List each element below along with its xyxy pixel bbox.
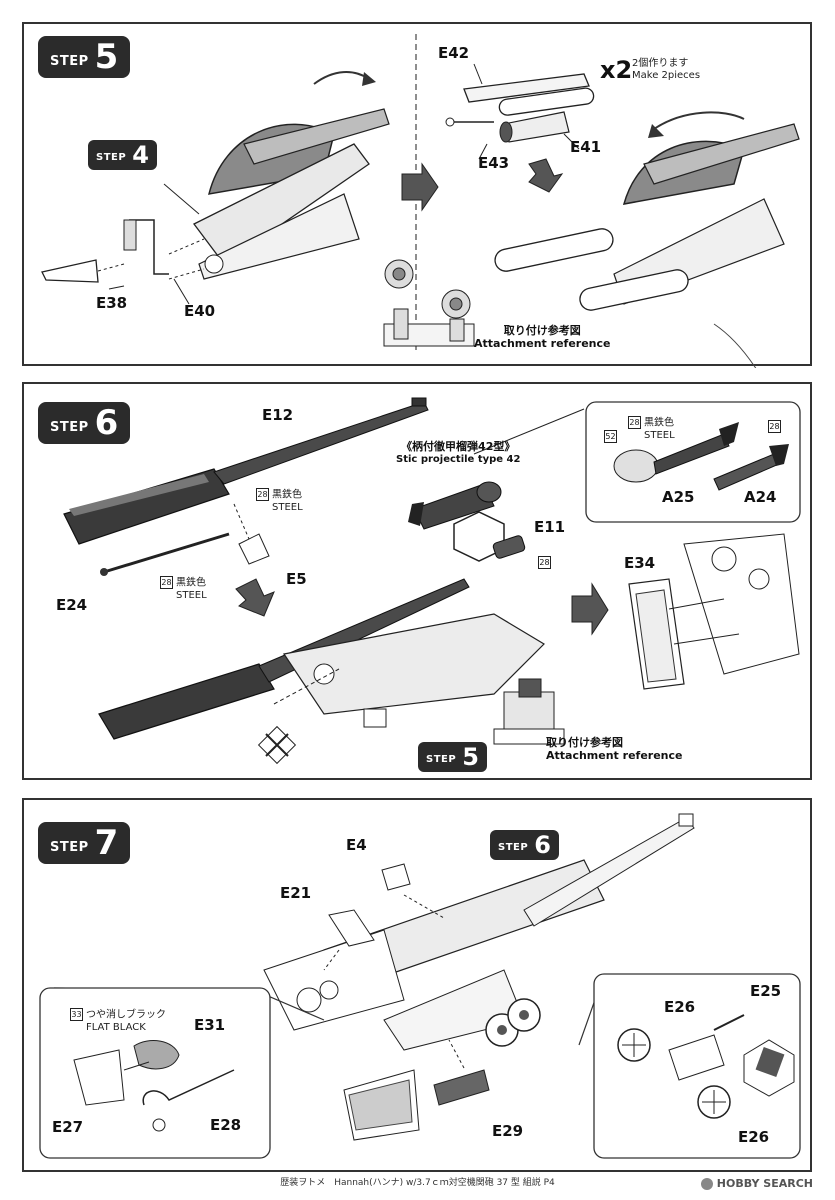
part-label-e28: E28	[210, 1116, 242, 1134]
step-4-reference-badge: STEP 4	[88, 140, 157, 170]
page-footer: 歴装ヲトメ Hannah(ハンナ) w/3.7ｃｍ対空機関砲 37 型 組説 P…	[280, 1178, 555, 1188]
part-label-e31: E31	[194, 1016, 226, 1034]
part-label-e40: E40	[184, 302, 216, 320]
step-6-panel: STEP 6	[22, 382, 812, 780]
part-label-e27: E27	[52, 1118, 84, 1136]
color-badge-28-e11: 28	[538, 556, 551, 569]
part-label-e29: E29	[492, 1122, 524, 1140]
part-label-e4: E4	[346, 836, 367, 854]
attachment-reference-label-6: 取り付け参考図 Attachment reference	[546, 736, 683, 762]
step-6-badge: STEP 6	[38, 402, 131, 444]
part-label-e25: E25	[750, 982, 782, 1000]
multiplier-x2: x2	[600, 56, 633, 84]
part-label-e12: E12	[262, 406, 294, 424]
part-label-e43: E43	[478, 154, 510, 172]
step-5-illustration	[41, 34, 800, 368]
projectile-title: 《柄付徹甲榴弾42型》 Stic projectile type 42	[396, 440, 521, 465]
part-label-e41: E41	[570, 138, 602, 156]
color-badge-28-a24: 28	[768, 420, 781, 433]
step-5-panel: STEP 5	[22, 22, 812, 368]
part-label-e5: E5	[286, 570, 307, 588]
part-label-a24: A24	[744, 488, 777, 506]
color-badge-52: 52	[604, 430, 617, 443]
part-label-e26-top: E26	[664, 998, 696, 1016]
hobby-search-logo-icon	[700, 1177, 713, 1190]
part-label-a25: A25	[662, 488, 695, 506]
part-label-e38: E38	[96, 294, 128, 312]
part-label-e11: E11	[534, 518, 566, 536]
step-6-reference-badge: STEP 6	[490, 830, 559, 860]
hobby-search-watermark: HOBBY SEARCH	[700, 1177, 813, 1190]
part-label-e34: E34	[624, 554, 656, 572]
step-7-panel: STEP 7 STEP 6	[22, 798, 812, 1172]
step-7-illustration	[39, 813, 801, 1159]
part-label-e26-bottom: E26	[738, 1128, 770, 1146]
step-5-badge: STEP 5	[38, 36, 131, 78]
step-7-badge: STEP 7	[38, 822, 131, 864]
part-label-e42: E42	[438, 44, 470, 62]
step-6-illustration	[63, 397, 801, 765]
part-label-e24: E24	[56, 596, 88, 614]
attachment-reference-label: 取り付け参考図 Attachment reference	[474, 324, 611, 350]
part-label-e21: E21	[280, 884, 312, 902]
step-5-reference-badge: STEP 5	[418, 742, 487, 772]
make-two-note: 2個作ります Make 2pieces	[632, 58, 701, 81]
